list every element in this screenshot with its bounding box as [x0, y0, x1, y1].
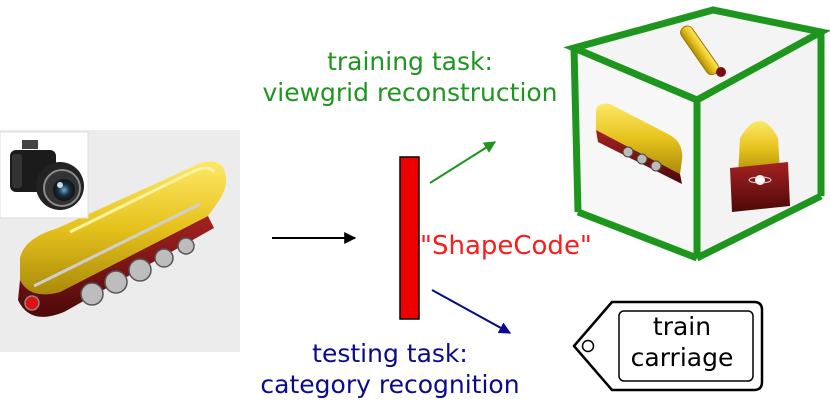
testing-task-label: testing task: category recognition	[180, 338, 600, 401]
testing-task-name: category recognition	[260, 370, 520, 400]
train-image	[0, 130, 240, 352]
training-task-label: training task: viewgrid reconstruction	[200, 46, 620, 109]
training-task-title: training task:	[327, 47, 493, 76]
training-task-name: viewgrid reconstruction	[262, 78, 558, 108]
training-arrow	[429, 141, 497, 184]
tag-line-1: train	[652, 312, 712, 341]
viewgrid-cube	[563, 6, 830, 262]
tag-line-2: carriage	[630, 342, 734, 372]
tag-label: train carriage	[612, 312, 752, 373]
testing-arrow	[431, 289, 512, 334]
shapecode-label: "ShapeCode"	[420, 231, 592, 261]
shapecode-bar	[399, 156, 420, 320]
testing-task-title: testing task:	[312, 339, 468, 368]
label-tag-icon	[572, 300, 764, 392]
camera-icon	[10, 140, 84, 210]
